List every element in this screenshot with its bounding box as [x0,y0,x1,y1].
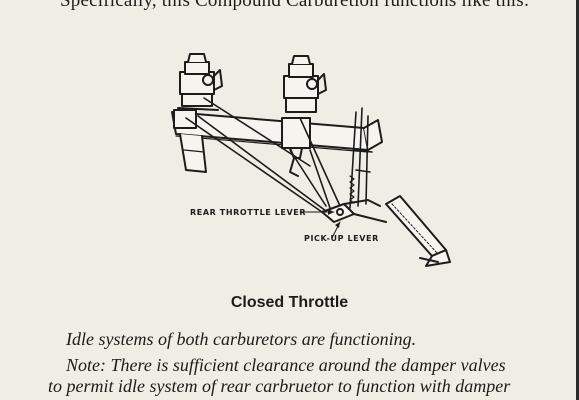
note-line-1: Note: There is sufficient clearance arou… [66,355,506,375]
front-carburetor [173,53,223,129]
carburetor-linkage-diagram [171,53,451,267]
linkage-rods [185,97,341,215]
intro-text: Specifically, this Compound Carburetion … [60,0,530,11]
rear-throttle-lever-label: REAR THROTTLE LEVER [190,208,307,217]
page-edge-shadow [576,0,579,400]
return-spring [349,175,355,204]
pick-up-lever-label: PICK-UP LEVER [304,234,379,243]
note-line-2: to permit idle system of rear carbruetor… [48,376,511,396]
pedal-linkage [385,195,451,267]
rear-carburetor [281,55,327,177]
figure-caption: Closed Throttle [230,294,349,311]
paragraph-idle-systems: Idle systems of both carburetors are fun… [66,329,417,349]
left-pipe [179,133,207,173]
throttle-rods [349,107,373,209]
throttle-lever-assembly [321,199,387,223]
